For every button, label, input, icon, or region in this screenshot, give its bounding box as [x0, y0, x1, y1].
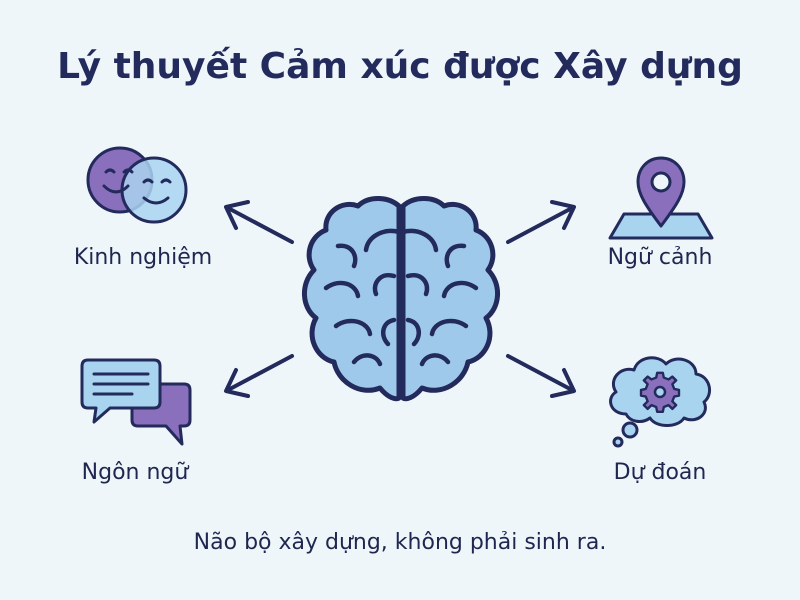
arrow-to-prediction: [506, 354, 576, 398]
thought-gear-icon: [609, 356, 712, 448]
language-label: Ngôn ngữ: [81, 460, 189, 485]
context-label: Ngữ cảnh: [607, 245, 713, 270]
caption: Não bộ xây dựng, không phải sinh ra.: [193, 530, 607, 555]
overlapping-faces-icon: [86, 146, 188, 224]
speech-bubbles-icon: [80, 358, 192, 446]
diagram-title: Lý thuyết Cảm xúc được Xây dựng: [57, 46, 743, 87]
arrow-to-context: [506, 200, 576, 244]
brain-icon: [302, 196, 500, 402]
prediction-label: Dự đoán: [613, 460, 707, 485]
map-pin-icon: [608, 156, 714, 240]
experience-label: Kinh nghiệm: [73, 245, 213, 270]
arrow-to-language: [224, 354, 294, 398]
arrow-to-experience: [224, 200, 294, 244]
